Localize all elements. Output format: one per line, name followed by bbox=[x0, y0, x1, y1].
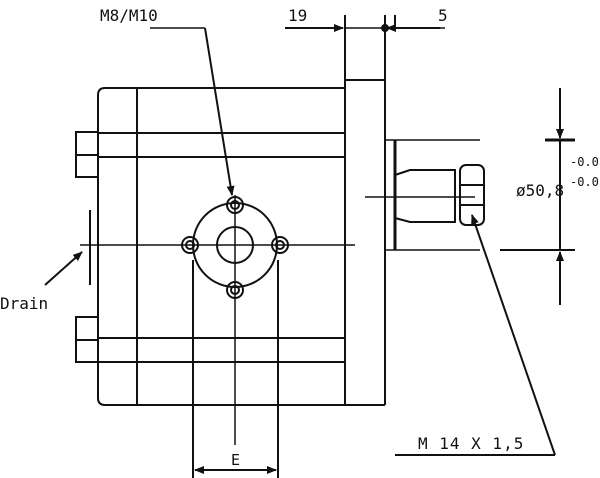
port-flange bbox=[181, 196, 289, 299]
tolerance-lower: -0.0 bbox=[570, 175, 599, 189]
flange bbox=[344, 15, 397, 406]
side-bolts bbox=[75, 131, 99, 363]
tolerance-upper: -0.0 bbox=[570, 155, 599, 169]
port-thread-label: M8/M10 bbox=[100, 6, 158, 25]
dim-e-label: E bbox=[231, 451, 241, 469]
diameter-label: ø50,8 bbox=[516, 181, 565, 200]
dim-19-label: 19 bbox=[288, 6, 308, 25]
drain-label: Drain bbox=[0, 294, 49, 313]
shaft bbox=[385, 139, 485, 251]
shaft-thread-label: M 14 X 1,5 bbox=[418, 434, 525, 453]
pump-body bbox=[89, 87, 346, 406]
dim-5-label: 5 bbox=[438, 6, 448, 25]
